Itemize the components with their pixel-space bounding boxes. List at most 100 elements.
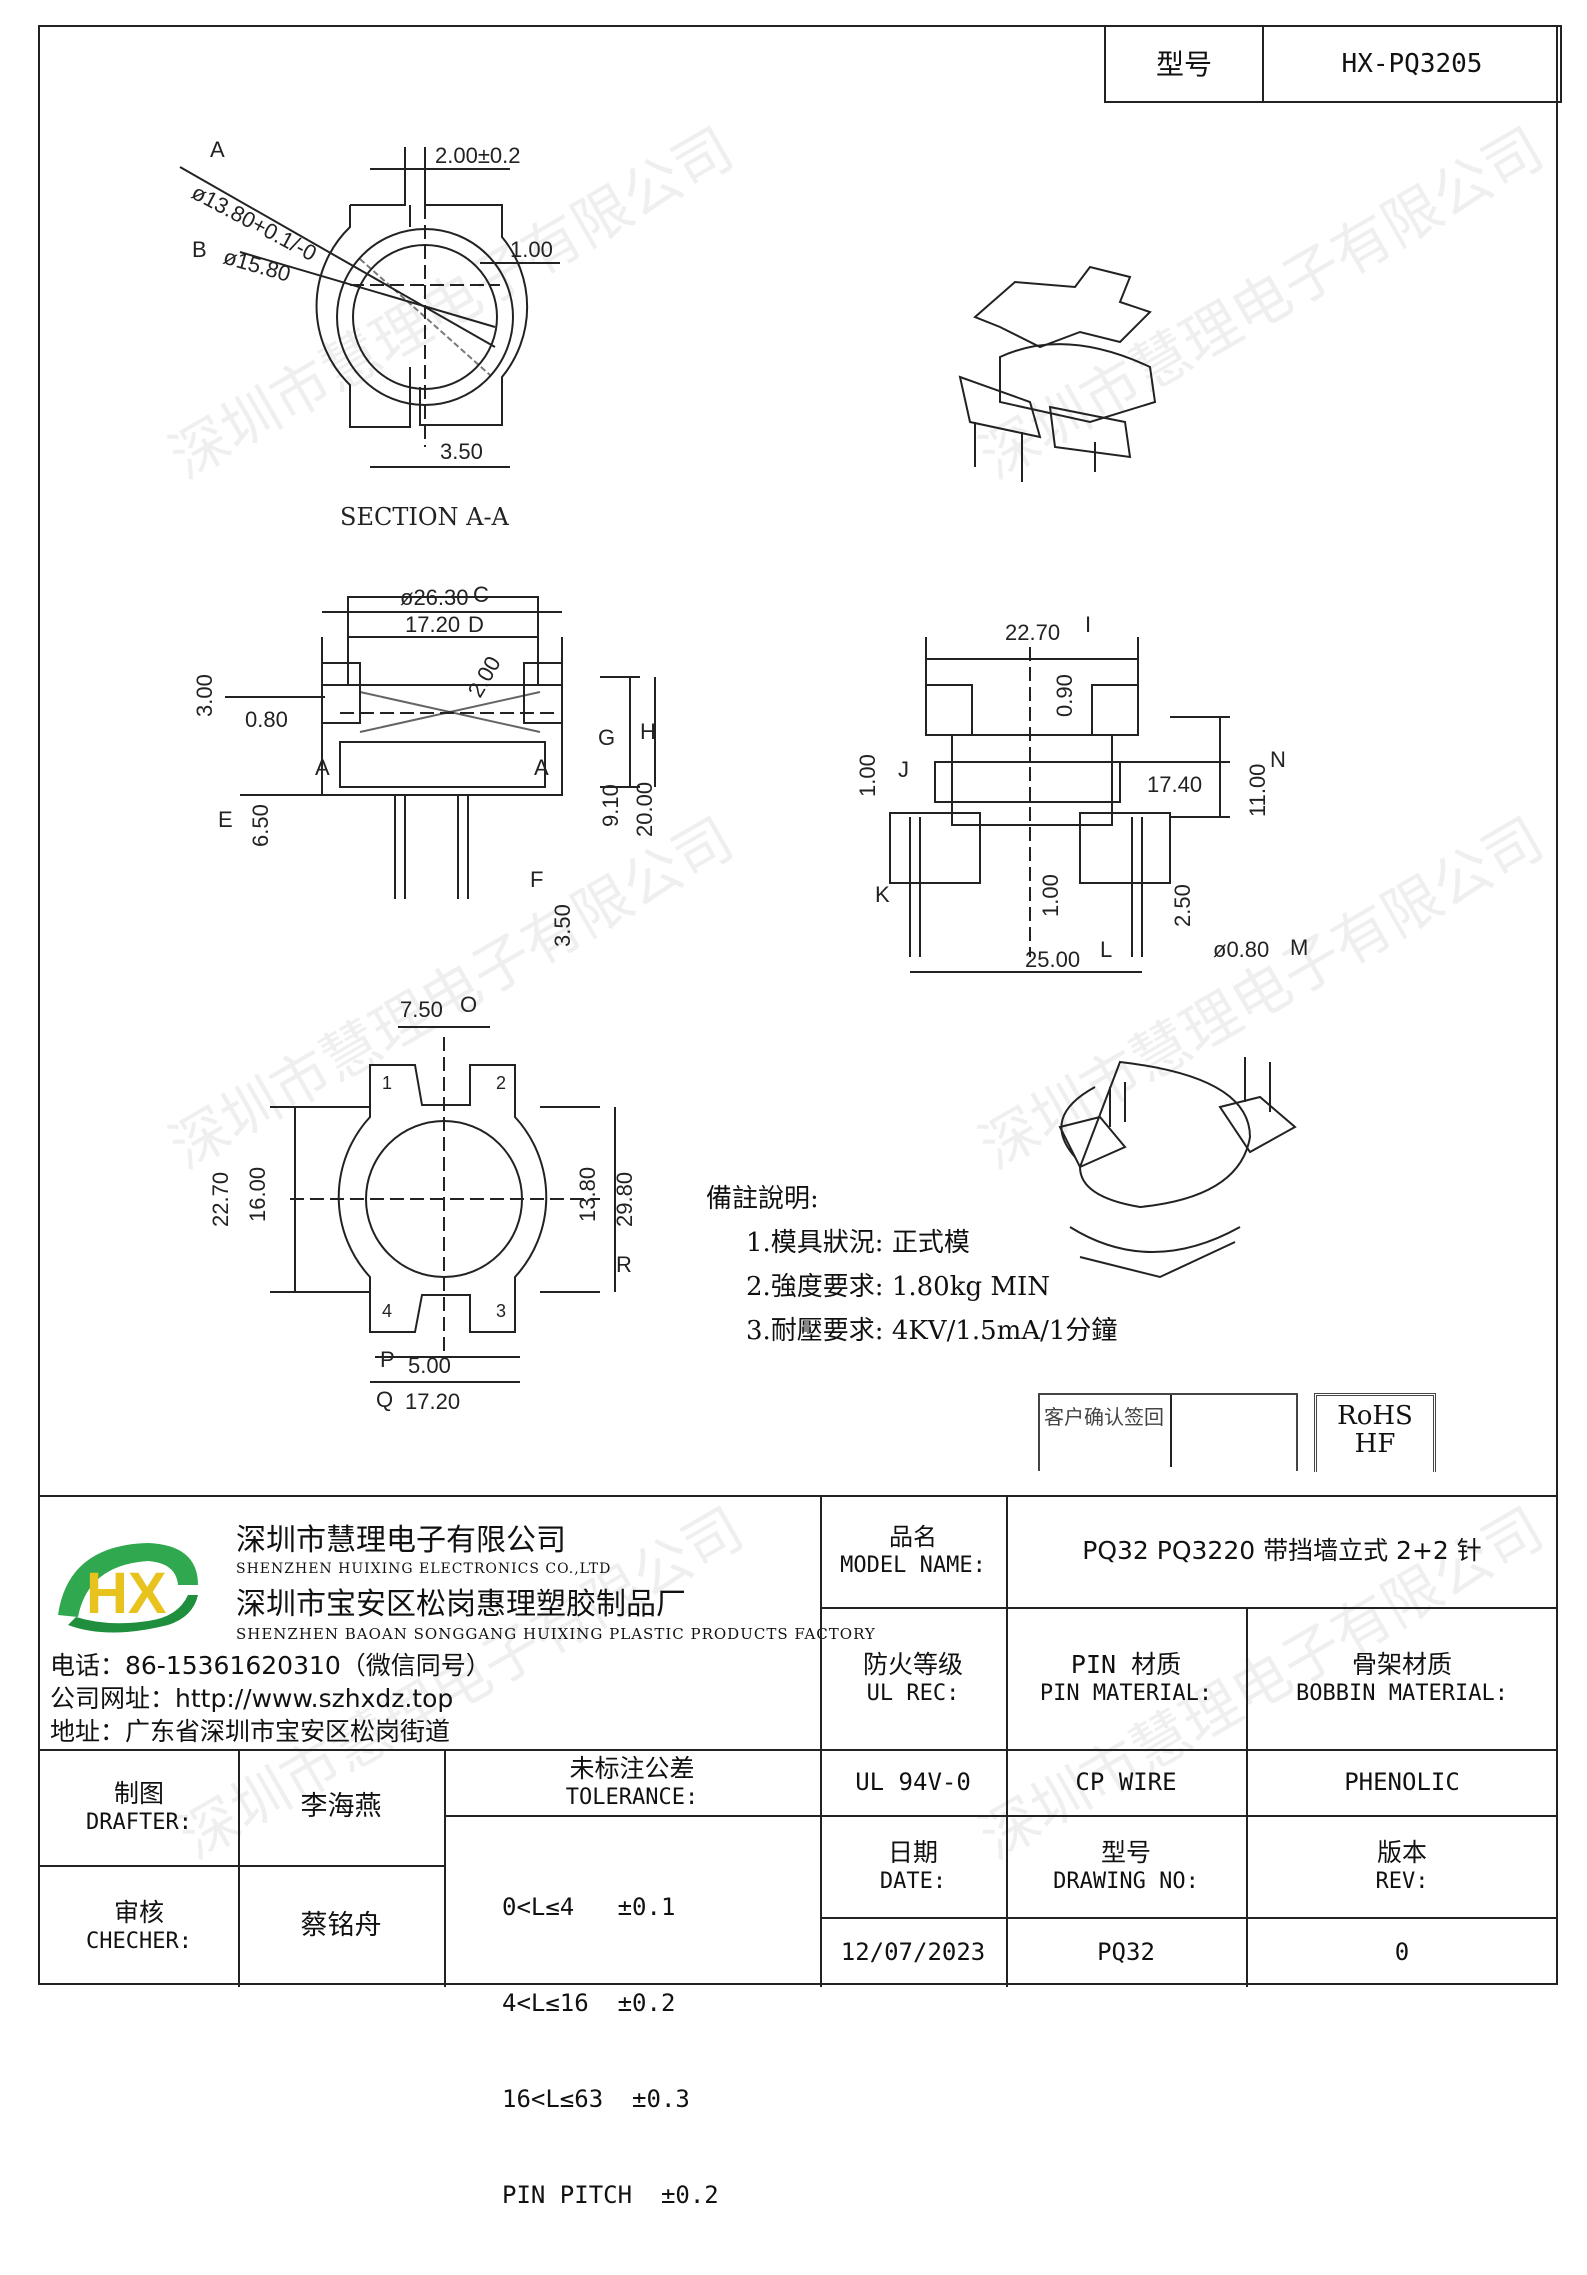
dim-6-50: 6.50 <box>248 804 273 847</box>
drawing-no-label-cn: 型号 <box>1100 1837 1151 1867</box>
dim-13-80: 13.80 <box>575 1167 600 1222</box>
customer-confirm-box: 客户确认签回 <box>1038 1393 1298 1471</box>
pin-material-label-en: PIN MATERIAL: <box>1039 1680 1213 1706</box>
bobbin-material-label-en: BOBBIN MATERIAL: <box>1296 1680 1508 1706</box>
pin-number-4: 4 <box>382 1301 392 1321</box>
dim-17-40: 17.40 <box>1147 772 1202 797</box>
tolerance-label-en: TOLERANCE: <box>565 1784 699 1810</box>
dim-2-00: 2.00±0.2 <box>435 143 520 168</box>
dim-label-c: C <box>473 582 489 607</box>
dim-1-00-pin: 1.00 <box>1038 874 1063 917</box>
logo-text: HX <box>86 1561 167 1626</box>
drafter-label-cn: 制图 <box>113 1778 164 1808</box>
dim-label-i: I <box>1085 612 1091 637</box>
company-name-en: SHENZHEN HUIXING ELECTRONICS CO.,LTD <box>236 1561 612 1577</box>
rev-value: 0 <box>1394 1938 1410 1966</box>
contact-website: 公司网址：http://www.szhxdz.top <box>50 1684 454 1713</box>
notes-title: 備註說明: <box>706 1184 819 1214</box>
dim-29-80: 29.80 <box>612 1172 637 1227</box>
date-header: 日期 DATE: <box>820 1815 1006 1917</box>
pin-material-label-cn: PIN 材质 <box>1070 1649 1182 1679</box>
dim-11-00: 11.00 <box>1245 764 1270 817</box>
header-model-value: HX-PQ3205 <box>1341 48 1483 79</box>
contact-address: 地址：广东省深圳市宝安区松岗街道 <box>50 1717 451 1746</box>
customer-confirm-label: 客户确认签回 <box>1044 1405 1164 1429</box>
dim-3-50: 3.50 <box>440 439 483 464</box>
pin-material-header: PIN 材质 PIN MATERIAL: <box>1006 1607 1246 1749</box>
company-logo: HX <box>48 1525 208 1645</box>
dim-label-f: F <box>530 867 543 892</box>
ul-rec-value: UL 94V-0 <box>855 1768 971 1796</box>
rev-label-en: REV: <box>1375 1868 1429 1894</box>
section-a-a-view <box>179 147 560 468</box>
rohs-label: RoHS <box>1337 1401 1413 1431</box>
dim-25-00: 25.00 <box>1025 947 1080 972</box>
factory-name-en: SHENZHEN BAOAN SONGGANG HUIXING PLASTIC … <box>236 1625 876 1643</box>
iso-view-top <box>958 265 1157 482</box>
ul-rec-label-cn: 防火等级 <box>862 1649 963 1679</box>
dim-label-o: O <box>460 992 477 1017</box>
note-item: 2.強度要求: 1.80kg MIN <box>746 1272 1051 1302</box>
section-label: SECTION A-A <box>340 503 510 531</box>
model-name-value: PQ32 PQ3220 带挡墙立式 2+2 针 <box>1082 1536 1482 1566</box>
dim-label-h: H <box>640 719 656 744</box>
dim-label-r: R <box>616 1252 632 1277</box>
tolerance-line: PIN PITCH ±0.2 <box>502 2181 719 2209</box>
pin-number-2: 2 <box>496 1073 506 1093</box>
checker-header: 审核 CHECHER: <box>40 1865 238 1987</box>
ul-rec-header: 防火等级 UL REC: <box>820 1607 1006 1749</box>
drawing-no-value: PQ32 <box>1097 1938 1155 1966</box>
tolerance-header: 未标注公差 TOLERANCE: <box>444 1749 820 1815</box>
dim-3-00: 3.00 <box>192 674 217 717</box>
tolerance-label-cn: 未标注公差 <box>569 1753 695 1783</box>
side-view <box>889 637 1230 973</box>
notes-block: 備註說明: 1.模具狀況: 正式模 2.強度要求: 1.80kg MIN 3.耐… <box>706 1177 1117 1353</box>
checker-name: 蔡铭舟 <box>300 1910 382 1942</box>
date-value: 12/07/2023 <box>840 1938 986 1966</box>
note-item: 1.模具狀況: 正式模 <box>746 1228 970 1258</box>
dim-22-70-bottom: 22.70 <box>208 1172 233 1227</box>
header-model-box: 型号 HX-PQ3205 <box>1104 25 1562 103</box>
checker-label-en: CHECHER: <box>86 1928 192 1954</box>
dim-20-00: 20.00 <box>632 782 657 837</box>
drawing-sheet: 深圳市慧理电子有限公司 深圳市慧理电子有限公司 深圳市慧理电子有限公司 深圳市慧… <box>38 25 1562 2209</box>
tolerance-line: 0<L≤4 ±0.1 <box>502 1893 676 1921</box>
dim-label-b: B <box>192 237 207 262</box>
ul-rec-label-en: UL REC: <box>866 1680 960 1706</box>
header-model-label: 型号 <box>1106 27 1264 101</box>
date-label-en: DATE: <box>879 1868 947 1894</box>
dim-label-l: L <box>1100 937 1112 962</box>
model-name-label-en: MODEL NAME: <box>840 1553 986 1579</box>
section-mark-a-right: A <box>534 755 549 780</box>
dim-5-00: 5.00 <box>408 1353 451 1378</box>
model-name-label-cn: 品名 <box>889 1523 937 1552</box>
dim-3-50-pin: 3.50 <box>550 904 575 947</box>
factory-name-cn: 深圳市宝安区松岗惠理塑胶制品厂 <box>236 1587 686 1622</box>
drafter-name: 李海燕 <box>300 1791 382 1823</box>
checker-label-cn: 审核 <box>113 1897 164 1927</box>
dim-phi26: ø26.30 <box>400 585 469 610</box>
dim-0-90: 0.90 <box>1052 674 1077 717</box>
dim-16-00: 16.00 <box>245 1167 270 1222</box>
drafter-header: 制图 DRAFTER: <box>40 1749 238 1865</box>
dim-phi0-80: ø0.80 <box>1213 937 1269 962</box>
dim-7-50: 7.50 <box>400 997 443 1022</box>
dim-label-d: D <box>468 612 484 637</box>
dim-label-n: N <box>1270 747 1286 772</box>
dim-label-g: G <box>598 725 615 750</box>
dim-2-50: 2.50 <box>1170 884 1195 927</box>
dim-17-20: 17.20 <box>405 612 460 637</box>
hf-label: HF <box>1354 1429 1396 1459</box>
dim-22-70: 22.70 <box>1005 620 1060 645</box>
drawing-no-label-en: DRAWING NO: <box>1053 1868 1199 1894</box>
dim-label-p: P <box>380 1347 395 1372</box>
bobbin-material-header: 骨架材质 BOBBIN MATERIAL: <box>1246 1607 1558 1749</box>
dim-9-10: 9.10 <box>598 784 623 827</box>
rev-label-cn: 版本 <box>1376 1837 1427 1867</box>
dim-label-a: A <box>210 137 225 162</box>
dim-label-j: J <box>898 757 909 782</box>
tolerance-line: 4<L≤16 ±0.2 <box>502 1989 676 2017</box>
rohs-stamp: RoHS HF <box>1314 1393 1436 1472</box>
dim-17-20-bottom: 17.20 <box>405 1389 460 1414</box>
date-label-cn: 日期 <box>887 1837 938 1867</box>
